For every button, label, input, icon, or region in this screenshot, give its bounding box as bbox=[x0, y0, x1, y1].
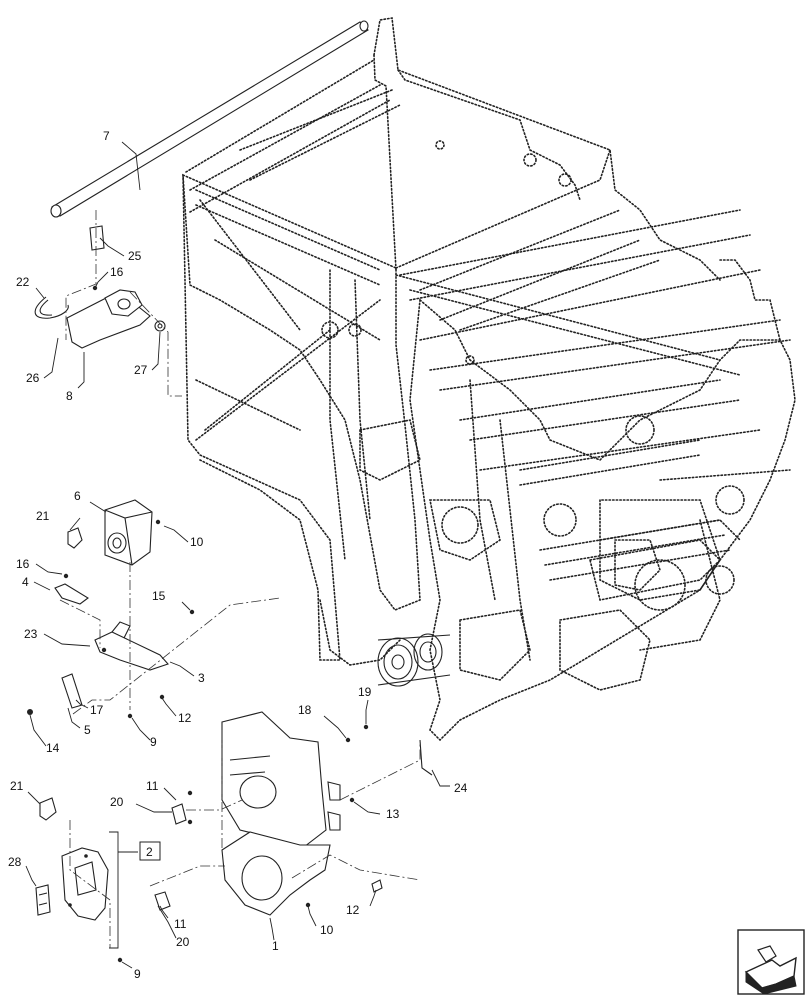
callout-21-bottom: 21 bbox=[10, 779, 24, 793]
part-fastener-set-upper bbox=[171, 803, 187, 825]
part-strap bbox=[34, 296, 69, 319]
baler-frame-assembly bbox=[182, 17, 796, 742]
callout-18: 18 bbox=[298, 703, 312, 717]
leader-lines bbox=[25, 141, 450, 969]
part-tube bbox=[50, 20, 369, 218]
callout-15: 15 bbox=[152, 589, 166, 603]
callout-9-bottom: 9 bbox=[134, 967, 141, 981]
callout-12-mid: 12 bbox=[178, 711, 192, 725]
callout-12-bottom: 12 bbox=[346, 903, 360, 917]
callout-24: 24 bbox=[454, 781, 468, 795]
callout-7: 7 bbox=[103, 129, 110, 143]
callout-11-upper: 11 bbox=[146, 779, 159, 793]
callout-9-mid: 9 bbox=[150, 735, 157, 749]
part-housing-box bbox=[104, 499, 153, 566]
callout-27: 27 bbox=[134, 363, 148, 377]
callout-25: 25 bbox=[128, 249, 142, 263]
callout-10-top: 10 bbox=[190, 535, 204, 549]
callout-13: 13 bbox=[386, 807, 400, 821]
kit-number-box bbox=[139, 841, 161, 861]
part-latch-plate bbox=[94, 621, 169, 671]
callout-2: 2 bbox=[146, 845, 153, 859]
phantom-lines bbox=[59, 210, 421, 948]
part-knob-21b bbox=[39, 797, 57, 821]
callout-17: 17 bbox=[90, 703, 104, 717]
part-bolt-12b bbox=[371, 879, 383, 893]
part-cover-plate bbox=[61, 847, 109, 921]
callout-26: 26 bbox=[26, 371, 40, 385]
callout-3: 3 bbox=[198, 671, 205, 685]
callout-16-top: 16 bbox=[110, 265, 124, 279]
callout-8: 8 bbox=[66, 389, 73, 403]
callout-22: 22 bbox=[16, 275, 30, 289]
callout-14: 14 bbox=[46, 741, 60, 755]
callout-10-bottom: 10 bbox=[320, 923, 334, 937]
callout-4: 4 bbox=[22, 575, 29, 589]
callout-16-mid: 16 bbox=[16, 557, 30, 571]
callout-19: 19 bbox=[358, 685, 372, 699]
callout-20-upper: 20 bbox=[110, 795, 124, 809]
callout-1: 1 bbox=[272, 939, 279, 953]
callout-5: 5 bbox=[84, 723, 91, 737]
drive-gear-cluster bbox=[377, 633, 451, 687]
part-nut-27 bbox=[154, 320, 166, 332]
part-bracket bbox=[66, 289, 151, 349]
part-small-plate bbox=[89, 225, 105, 251]
callout-23: 23 bbox=[24, 627, 38, 641]
group-bracket-2 bbox=[109, 831, 161, 949]
callout-28: 28 bbox=[8, 855, 22, 869]
callout-20-lower: 20 bbox=[176, 935, 190, 949]
part-fastener-set-lower bbox=[154, 891, 171, 911]
part-hook-rod bbox=[419, 739, 433, 776]
callout-6: 6 bbox=[74, 489, 81, 503]
callout-11-lower: 11 bbox=[174, 917, 187, 931]
callout-labels: 7 25 16 22 26 8 27 6 21 10 16 4 15 23 3 … bbox=[8, 129, 468, 981]
part-knob-21a bbox=[67, 527, 83, 549]
hardware-dots bbox=[27, 285, 369, 963]
callout-21-top: 21 bbox=[36, 509, 50, 523]
part-decal bbox=[35, 884, 51, 916]
part-shield-assembly bbox=[221, 711, 341, 916]
orientation-icon[interactable] bbox=[737, 929, 805, 995]
part-clip bbox=[54, 583, 89, 605]
